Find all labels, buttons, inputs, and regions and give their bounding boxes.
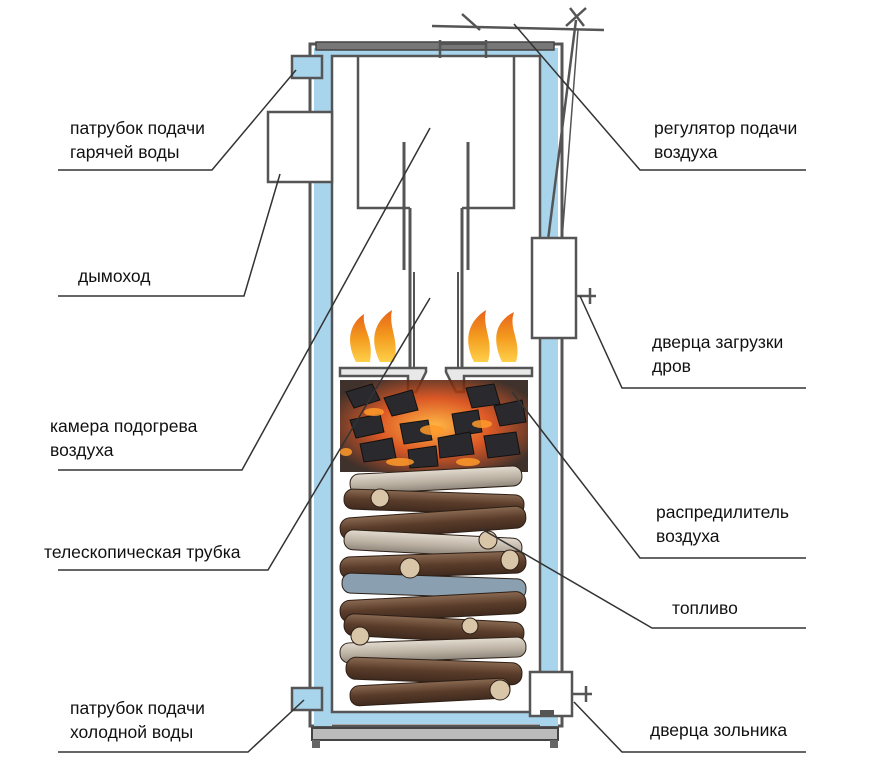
burning-coals [340, 380, 528, 472]
leader-chimney [58, 173, 281, 297]
leader-lines [58, 23, 806, 753]
leader-air-regulator [513, 23, 806, 171]
label-chimney: дымоход [78, 266, 151, 286]
hot-water-pipe [290, 54, 324, 80]
leader-air-distributor [511, 391, 806, 559]
flames [350, 310, 518, 362]
top-lid [315, 41, 555, 51]
label-ash-door: дверца зольника [650, 720, 788, 740]
air-preheat-chamber [356, 56, 516, 210]
leader-preheat [58, 127, 431, 471]
ash-door [528, 670, 592, 718]
telescopic-tube [402, 142, 470, 368]
leader-tele-tube [58, 297, 431, 571]
label-telescopic-tube: телескопическая трубка [44, 542, 241, 562]
chimney-stub [266, 110, 334, 184]
wood-loading-door [530, 236, 596, 340]
fuel-logs [339, 465, 527, 707]
leader-fuel [479, 527, 806, 629]
leader-wood-door [579, 295, 806, 389]
leader-ash-door [573, 701, 806, 753]
boiler-base [311, 727, 559, 748]
leader-cold-water [58, 699, 305, 753]
label-fuel: топливо [672, 598, 738, 618]
leader-hot-water [58, 69, 297, 171]
